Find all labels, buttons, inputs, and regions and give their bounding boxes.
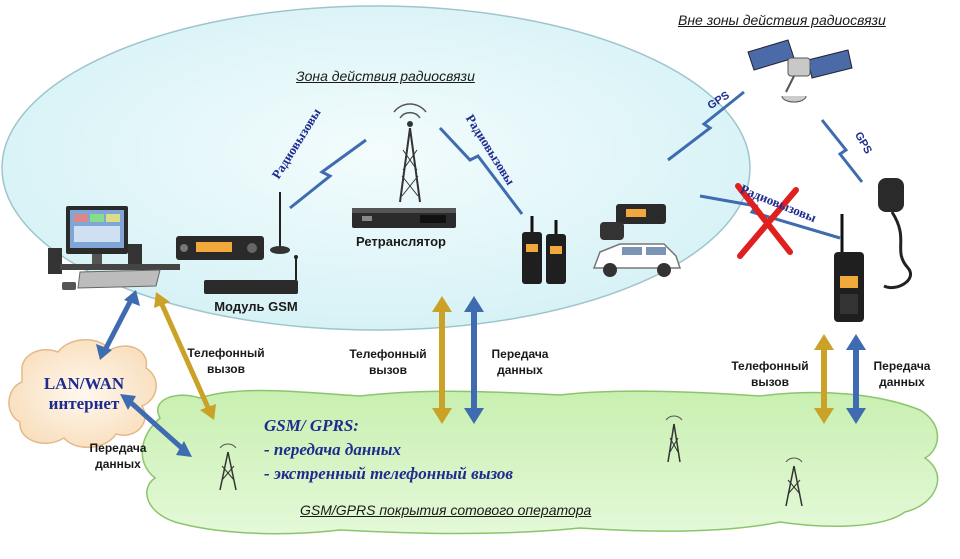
repeater-tower-icon <box>393 103 427 203</box>
gps-link-upper-bolt <box>667 90 745 162</box>
radio-link-left-bolt <box>289 138 367 210</box>
lan-to-gsm-arrow <box>120 394 192 457</box>
phone-call-right-arrow <box>814 334 834 424</box>
data-center-arrow <box>464 296 484 424</box>
lan-wan-cloud <box>8 339 157 449</box>
data-lan-label: Передача данных <box>89 441 147 471</box>
data-right-arrow <box>846 334 866 424</box>
lan-wan-line2: интернет <box>48 394 120 413</box>
lan-wan-line1: LAN/WAN <box>43 374 125 393</box>
phone-call-center-arrow <box>432 296 452 424</box>
data-center-label: Передача данных <box>491 347 549 377</box>
speaker-mic-icon <box>878 178 912 289</box>
phone-call-left-label: Телефонный вызов <box>187 346 265 376</box>
data-right-label: Передача данных <box>873 359 931 389</box>
lan-wan-label: LAN/WAN интернет <box>26 374 142 414</box>
base-radio-icon <box>176 236 264 260</box>
gps-link-lower-bolt <box>820 119 864 183</box>
repeater-device-icon <box>352 208 456 228</box>
gsm-feature-item: - экстренный телефонный вызов <box>264 464 514 483</box>
handheld-radio-out-of-zone-icon <box>834 214 864 322</box>
gsm-feature-item: - передача данных <box>264 440 402 459</box>
handheld-radio-1-icon <box>522 216 542 284</box>
gsm-coverage-cloud <box>141 389 939 535</box>
gsm-module-label: Модуль GSM <box>214 299 298 314</box>
radio-link-right-bolt <box>438 126 524 215</box>
radio-zone-title: Зона действия радиосвязи <box>296 68 475 84</box>
dispatcher-workstation-icon <box>48 206 180 290</box>
gsm-features-list: GSM/ GPRS: - передача данных - экстренны… <box>264 414 513 486</box>
handheld-radio-2-icon <box>546 220 566 284</box>
car-icon <box>592 243 682 277</box>
repeater-label: Ретранслятор <box>356 234 446 249</box>
gsm-coverage-title: GSM/GPRS покрытия сотового оператора <box>300 502 592 518</box>
phone-call-right-label: Телефонный вызов <box>731 359 809 389</box>
gps-satellite-icon <box>747 39 853 103</box>
gsm-features-heading: GSM/ GPRS: <box>264 416 359 435</box>
blocked-cross-icon <box>735 183 799 259</box>
lan-to-computer-arrow <box>96 290 140 360</box>
gsm-tower-right-icon <box>785 457 803 507</box>
out-of-zone-title: Вне зоны действия радиосвязи <box>678 12 886 28</box>
gsm-tower-left-icon <box>219 443 237 491</box>
gsm-module-device-icon <box>204 255 298 294</box>
phone-call-left-arrow <box>154 292 216 420</box>
mobile-radio-icon <box>600 204 666 240</box>
base-antenna-icon <box>270 192 290 254</box>
phone-call-center-label: Телефонный вызов <box>349 347 427 377</box>
gsm-tower-center-icon <box>665 415 683 463</box>
